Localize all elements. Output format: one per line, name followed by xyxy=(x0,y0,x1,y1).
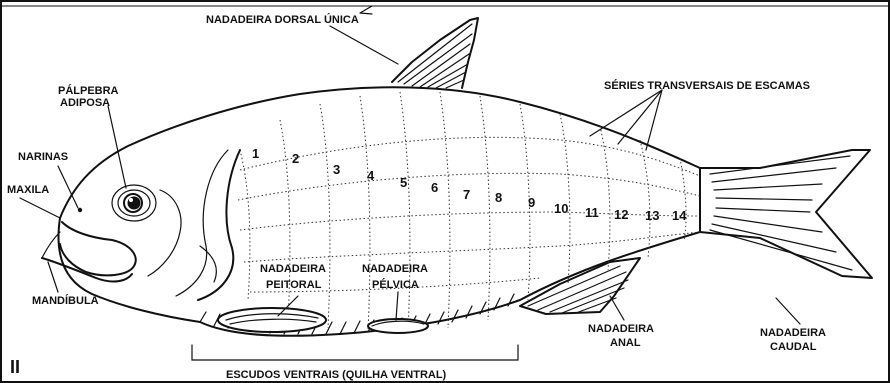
caudal-fin xyxy=(700,150,872,278)
label-ventral-scutes: ESCUDOS VENTRAIS (QUILHA VENTRAL) xyxy=(226,369,447,381)
series-number: 9 xyxy=(528,195,535,210)
narinas-nostril xyxy=(78,208,82,212)
fish-body-outline xyxy=(58,87,700,336)
eye xyxy=(112,185,156,221)
top-arrow-fragment xyxy=(360,6,372,14)
ventral-bracket xyxy=(192,345,518,360)
dorsal-fin xyxy=(392,18,478,88)
series-number: 5 xyxy=(400,175,407,190)
panel-label: II xyxy=(10,357,20,377)
label-maxilla: MAXILA xyxy=(7,184,49,196)
pectoral-fin xyxy=(218,308,326,332)
label-nostrils: NARINAS xyxy=(18,151,68,163)
series-number: 1 xyxy=(252,146,259,161)
label-anal-fin-line2: ANAL xyxy=(610,337,641,349)
label-adipose-eyelid-line2: ADIPOSA xyxy=(60,97,110,109)
label-anal-fin-line1: NADADEIRA xyxy=(588,323,654,335)
series-number: 10 xyxy=(554,201,568,216)
label-caudal-fin-line2: CAUDAL xyxy=(770,341,817,353)
head-structures xyxy=(148,150,240,300)
label-pectoral-fin-line2: PEITORAL xyxy=(266,279,322,291)
pelvic-fin xyxy=(368,319,428,333)
series-number: 12 xyxy=(614,207,628,222)
label-caudal-fin-line1: NADADEIRA xyxy=(760,327,826,339)
label-mandible: MANDÍBULA xyxy=(32,294,99,307)
series-number: 14 xyxy=(672,208,687,223)
jaws xyxy=(42,222,136,281)
series-number: 6 xyxy=(431,180,438,195)
label-pelvic-fin-line1: NADADEIRA xyxy=(362,263,428,275)
series-number: 4 xyxy=(367,168,375,183)
label-dorsal-fin: NADADEIRA DORSAL ÚNICA xyxy=(206,13,359,26)
series-number: 13 xyxy=(645,208,659,223)
anal-fin xyxy=(520,258,640,314)
series-number: 3 xyxy=(333,162,340,177)
scale-series-numbers: 1 2 3 4 5 6 7 8 9 10 11 12 13 14 xyxy=(252,146,687,223)
label-pectoral-fin-line1: NADADEIRA xyxy=(260,263,326,275)
label-transverse-series: SÉRIES TRANSVERSAIS DE ESCAMAS xyxy=(604,79,810,92)
label-adipose-eyelid-line1: PÁLPEBRA xyxy=(58,84,119,97)
series-number: 7 xyxy=(463,187,470,202)
label-pelvic-fin-line2: PÉLVICA xyxy=(372,278,419,291)
series-number: 8 xyxy=(495,190,502,205)
series-number: 11 xyxy=(585,205,599,220)
series-number: 2 xyxy=(292,151,299,166)
